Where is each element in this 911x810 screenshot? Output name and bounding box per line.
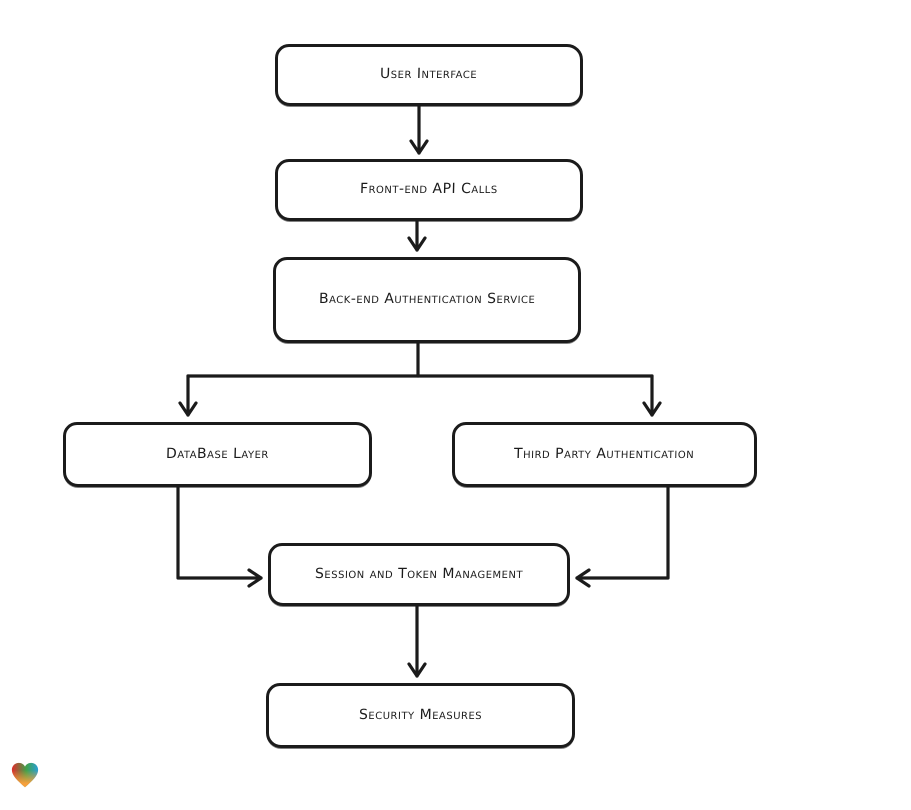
connector-database-to-session [176,485,263,588]
node-database-layer[interactable]: DataBase Layer [63,422,372,487]
node-user-interface[interactable]: User Interface [275,44,583,106]
node-label: Session and Token Management [314,565,524,582]
heart-gradient-icon [11,762,39,788]
node-back-end-authentication-service[interactable]: Back-end Authentication Service [273,257,581,343]
node-label: User Interface [380,66,478,83]
node-label: Security Measures [358,706,483,723]
node-session-and-token-management[interactable]: Session and Token Management [268,543,570,606]
node-third-party-authentication[interactable]: Third Party Authentication [452,422,757,487]
node-label: Back-end Authentication Service [318,291,536,308]
node-security-measures[interactable]: Security Measures [266,683,575,748]
node-label: Third Party Authentication [514,445,695,462]
connector-thirdparty-to-session [575,485,670,588]
node-label: DataBase Layer [165,445,270,462]
node-front-end-api-calls[interactable]: Front-end API Calls [275,159,583,221]
node-label: Front-end API Calls [359,181,499,198]
